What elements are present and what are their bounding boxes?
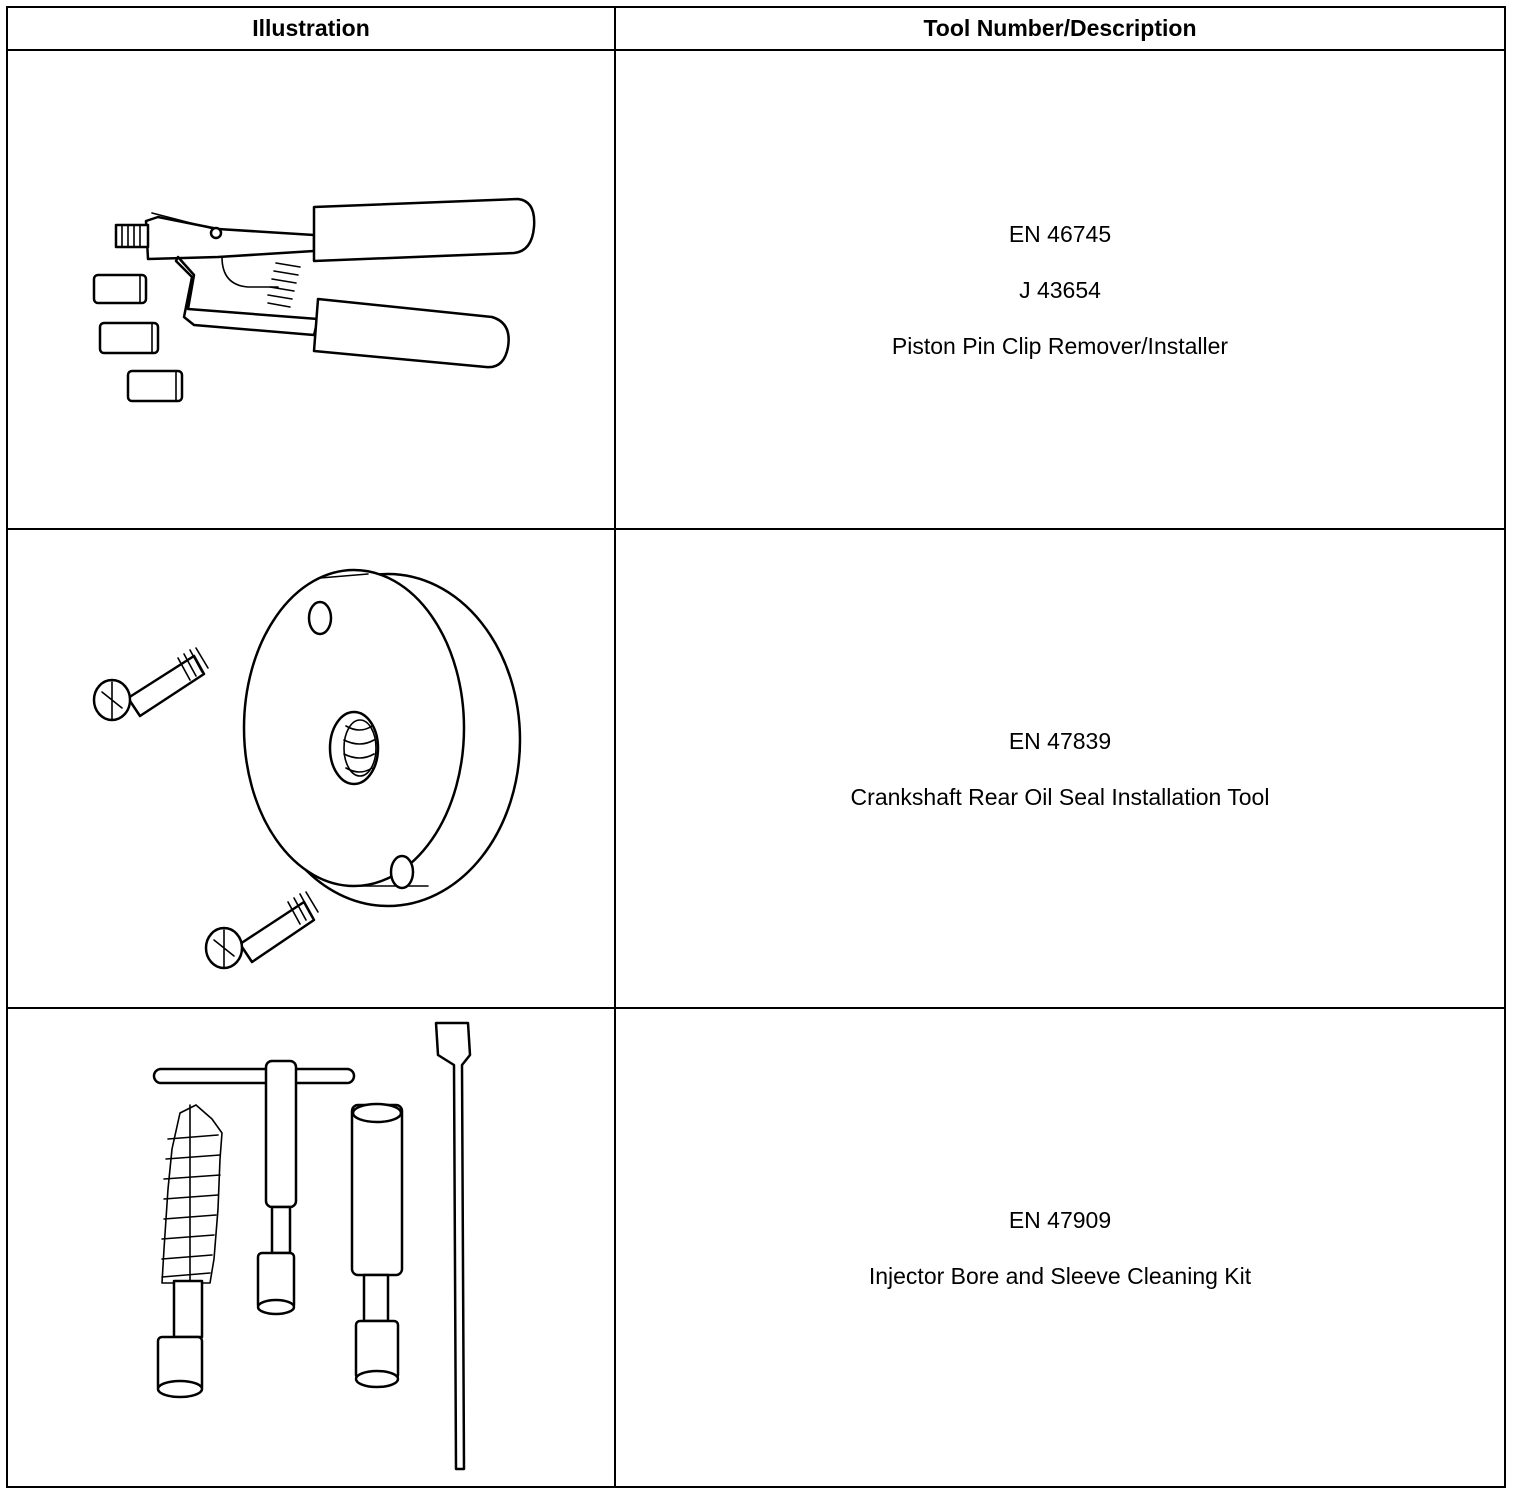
tool-description: Injector Bore and Sleeve Cleaning Kit [868, 1262, 1252, 1289]
header-illustration: Illustration [6, 6, 616, 51]
tool-number: J 43654 [1019, 276, 1101, 303]
tool-description: Piston Pin Clip Remover/Installer [891, 332, 1229, 359]
tool-number: EN 46745 [1008, 220, 1112, 247]
header-tool-description: Tool Number/Description [614, 6, 1506, 51]
description-cell: EN 46745 J 43654 Piston Pin Clip Remover… [614, 49, 1506, 530]
description-cell: EN 47839 Crankshaft Rear Oil Seal Instal… [614, 528, 1506, 1009]
cleaning-kit-brushes-icon [152, 1021, 472, 1471]
piston-pin-clip-pliers-icon [92, 197, 536, 403]
table-row: EN 47839 Crankshaft Rear Oil Seal Instal… [6, 528, 1506, 1009]
tool-number: EN 47839 [1008, 727, 1112, 754]
header-row: Illustration Tool Number/Description [6, 6, 1506, 51]
tool-description: Crankshaft Rear Oil Seal Installation To… [850, 783, 1270, 810]
tool-number: EN 47909 [1008, 1206, 1112, 1233]
seal-installer-disc-icon [92, 568, 522, 970]
illustration-cell [6, 1007, 616, 1488]
special-tools-table: Illustration Tool Number/Description [6, 6, 1506, 1488]
table-row: EN 47909 Injector Bore and Sleeve Cleani… [6, 1007, 1506, 1488]
table-row: EN 46745 J 43654 Piston Pin Clip Remover… [6, 49, 1506, 530]
illustration-cell [6, 528, 616, 1009]
illustration-cell [6, 49, 616, 530]
description-cell: EN 47909 Injector Bore and Sleeve Cleani… [614, 1007, 1506, 1488]
